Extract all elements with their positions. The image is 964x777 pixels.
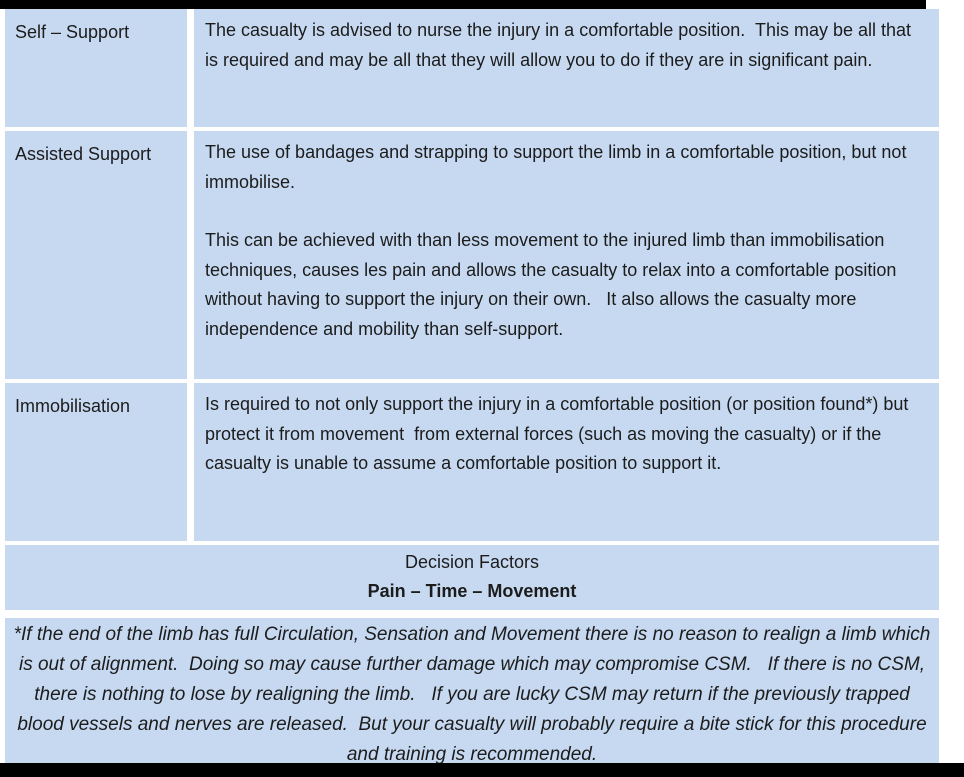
body-paragraph: The casualty is advised to nurse the inj…	[205, 20, 917, 70]
top-border-bar	[0, 0, 926, 9]
decision-factors-values: Pain – Time – Movement	[367, 581, 577, 601]
row-body-self-support: The casualty is advised to nurse the inj…	[194, 9, 939, 127]
table-row-immobilisation: Immobilisation Is required to not only s…	[5, 383, 939, 541]
row-label-immobilisation: Immobilisation	[5, 383, 187, 541]
body-paragraph: The use of bandages and strapping to sup…	[205, 142, 912, 192]
table-row-decision-factors: Decision Factors Pain – Time – Movement	[5, 545, 939, 610]
body-paragraph: Is required to not only support the inju…	[205, 394, 914, 473]
row-body-immobilisation: Is required to not only support the inju…	[194, 383, 939, 541]
support-methods-table: Self – Support The casualty is advised t…	[5, 9, 939, 774]
table-row-self-support: Self – Support The casualty is advised t…	[5, 9, 939, 127]
label-text: Assisted Support	[15, 144, 152, 164]
table-row-assisted-support: Assisted Support The use of bandages and…	[5, 131, 939, 379]
csm-footnote: *If the end of the limb has full Circula…	[5, 618, 939, 774]
decision-factors-title: Decision Factors	[404, 552, 540, 572]
row-label-assisted-support: Assisted Support	[5, 131, 187, 379]
bottom-border-bar	[0, 763, 964, 777]
row-body-assisted-support: The use of bandages and strapping to sup…	[194, 131, 939, 379]
table-row-footnote: *If the end of the limb has full Circula…	[5, 618, 939, 774]
body-paragraph: This can be achieved with than less move…	[205, 230, 902, 339]
label-text: Immobilisation	[15, 396, 131, 416]
decision-factors-cell: Decision Factors Pain – Time – Movement	[5, 545, 939, 610]
label-text: Self – Support	[15, 22, 130, 42]
row-label-self-support: Self – Support	[5, 9, 187, 127]
